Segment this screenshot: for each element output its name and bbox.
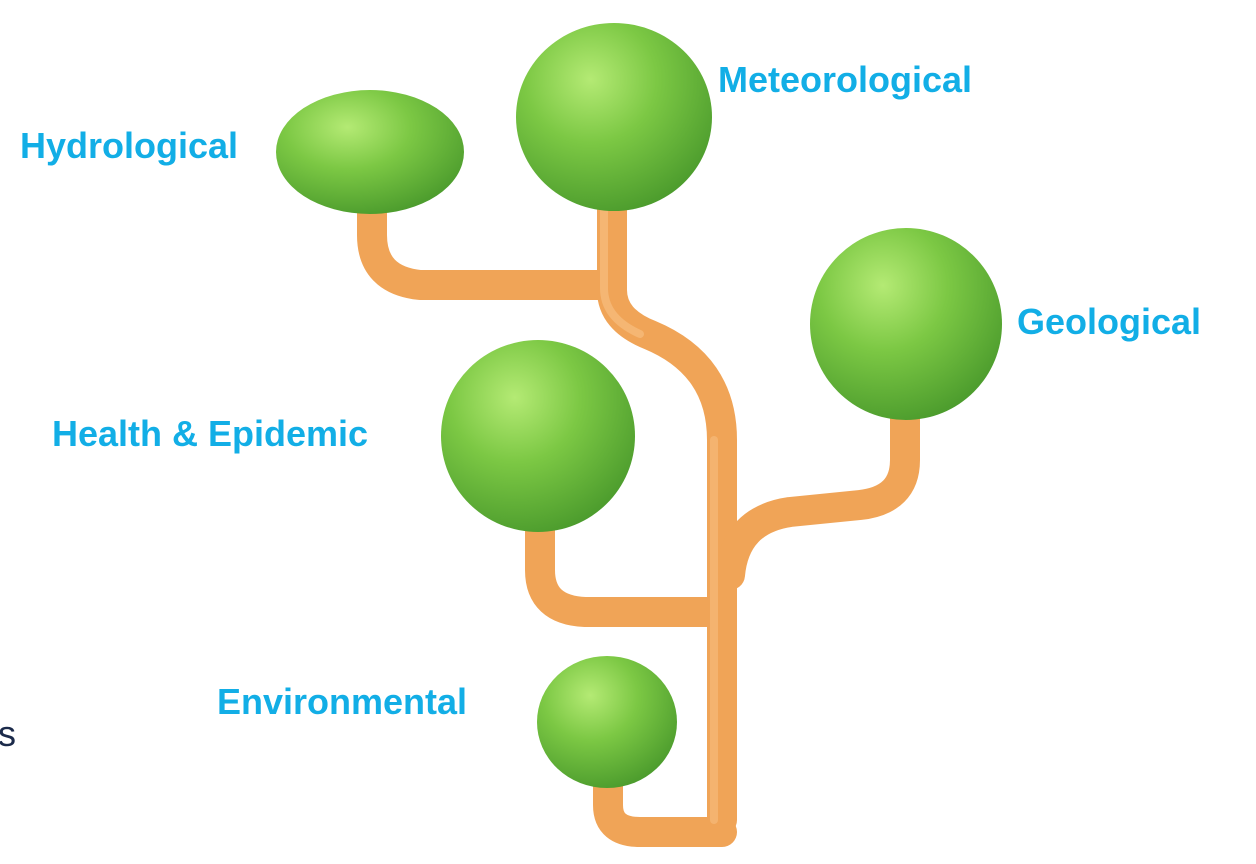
health-branch — [525, 513, 737, 627]
meteorological-leaf — [516, 23, 712, 211]
trunk-branch — [597, 190, 737, 835]
leaves — [276, 23, 1002, 788]
meteorological-label: Meteorological — [718, 59, 973, 100]
health-leaf — [441, 340, 635, 532]
environmental-branch — [593, 765, 737, 847]
hydrological-branch — [357, 185, 627, 300]
geological-leaf — [810, 228, 1002, 420]
health-epidemic-label: Health & Epidemic — [52, 413, 369, 454]
cropped-edge-text: s — [0, 713, 16, 754]
environmental-leaf — [537, 656, 677, 788]
hydrological-label: Hydrological — [20, 125, 239, 166]
branches — [357, 185, 920, 847]
environmental-label: Environmental — [217, 681, 468, 722]
geological-branch — [715, 403, 920, 590]
geological-label: Geological — [1017, 301, 1202, 342]
hydrological-leaf — [276, 90, 464, 214]
